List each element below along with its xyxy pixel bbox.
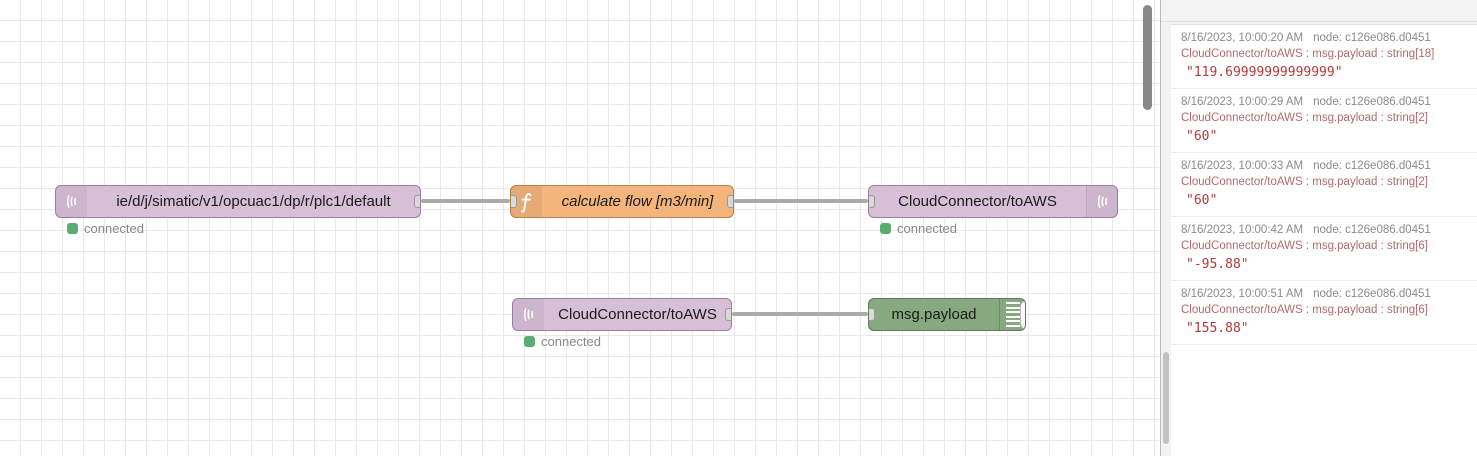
debug-sidebar: 8/16/2023, 10:00:20 AM node: c126e086.d04… [1160,0,1477,456]
debug-message-meta: 8/16/2023, 10:00:51 AM node: c126e086.d04… [1181,288,1467,300]
node-output-port[interactable] [727,194,733,208]
debug-timestamp: 8/16/2023, 10:00:20 AM [1181,32,1304,44]
debug-message-value: "-95.88" [1186,257,1249,272]
debug-message-meta: 8/16/2023, 10:00:33 AM node: c126e086.d04… [1181,160,1467,172]
node-debug-msg-payload[interactable]: msg.payload [868,298,1026,331]
function-f-icon [520,192,531,213]
node-function-calculate-flow[interactable]: calculate flow [m3/min] [510,185,734,218]
debug-message-topic[interactable]: CloudConnector/toAWS : msg.payload : str… [1181,112,1428,124]
debug-message[interactable]: 8/16/2023, 10:00:33 AM node: c126e086.d04… [1171,153,1477,217]
node-status-connected: connected [67,221,144,236]
node-label: ie/d/j/simatic/v1/opcuac1/dp/r/plc1/defa… [116,193,391,210]
debug-node-id: node: c126e086.d0451 [1313,160,1431,172]
debug-enable-toggle[interactable] [1020,299,1027,330]
node-mqtt-in-cloudconnector[interactable]: CloudConnector/toAWS [512,298,732,331]
node-input-port[interactable] [511,194,517,208]
debug-message[interactable]: 8/16/2023, 10:00:20 AM node: c126e086.d04… [1171,25,1477,89]
wire-mqtt-in-to-function[interactable] [421,199,510,203]
node-label: CloudConnector/toAWS [558,306,717,323]
debug-timestamp: 8/16/2023, 10:00:42 AM [1181,224,1304,236]
debug-message-topic[interactable]: CloudConnector/toAWS : msg.payload : str… [1181,240,1428,252]
debug-message-value: "119.69999999999999" [1186,65,1343,80]
debug-message-list[interactable]: 8/16/2023, 10:00:20 AM node: c126e086.d04… [1171,24,1477,456]
node-label: msg.payload [891,306,977,323]
wire-mqtt-in2-to-debug[interactable] [732,312,868,316]
status-label: connected [541,334,601,349]
status-dot-icon [880,223,891,234]
node-status-connected: connected [524,334,601,349]
mqtt-antenna-icon-box [1086,186,1117,217]
debug-node-id: node: c126e086.d0451 [1313,96,1431,108]
canvas-vertical-scrollbar[interactable] [1143,5,1152,110]
debug-message-value: "155.88" [1186,321,1249,336]
debug-message-meta: 8/16/2023, 10:00:42 AM node: c126e086.d04… [1181,224,1467,236]
wire-function-to-mqtt-out[interactable] [734,199,868,203]
node-mqtt-in-simatic[interactable]: ie/d/j/simatic/v1/opcuac1/dp/r/plc1/defa… [55,185,421,218]
debug-message-topic[interactable]: CloudConnector/toAWS : msg.payload : str… [1181,176,1428,188]
debug-message[interactable]: 8/16/2023, 10:00:42 AM node: c126e086.d04… [1171,217,1477,281]
status-label: connected [897,221,957,236]
debug-message-value: "60" [1186,129,1218,144]
node-label: CloudConnector/toAWS [898,193,1057,210]
debug-node-id: node: c126e086.d0451 [1313,224,1431,236]
node-input-port[interactable] [869,194,875,208]
debug-toggle-indicator [1026,305,1027,324]
flow-canvas[interactable]: ie/d/j/simatic/v1/opcuac1/dp/r/plc1/defa… [0,0,1160,456]
debug-message-topic[interactable]: CloudConnector/toAWS : msg.payload : str… [1181,304,1428,316]
mqtt-antenna-icon-box [513,299,544,330]
debug-lines-icon [999,299,1025,330]
node-status-connected: connected [880,221,957,236]
status-dot-icon [67,223,78,234]
debug-message[interactable]: 8/16/2023, 10:00:51 AM node: c126e086.d04… [1171,281,1477,345]
mqtt-antenna-icon [523,308,534,321]
debug-message[interactable]: 8/16/2023, 10:00:29 AM node: c126e086.d04… [1171,89,1477,153]
mqtt-antenna-icon [66,195,77,208]
debug-timestamp: 8/16/2023, 10:00:51 AM [1181,288,1304,300]
debug-sidebar-header [1161,0,1477,22]
debug-message-meta: 8/16/2023, 10:00:29 AM node: c126e086.d04… [1181,96,1467,108]
canvas-grid [0,0,1160,456]
mqtt-antenna-icon-box [56,186,87,217]
node-mqtt-out-cloudconnector[interactable]: CloudConnector/toAWS [868,185,1118,218]
mqtt-antenna-icon [1097,195,1107,208]
debug-timestamp: 8/16/2023, 10:00:29 AM [1181,96,1304,108]
node-output-port[interactable] [414,194,420,208]
debug-message-topic[interactable]: CloudConnector/toAWS : msg.payload : str… [1181,48,1435,60]
status-label: connected [84,221,144,236]
debug-node-id: node: c126e086.d0451 [1313,32,1431,44]
node-output-port[interactable] [725,307,731,321]
node-label: calculate flow [m3/min] [561,193,714,210]
debug-message-meta: 8/16/2023, 10:00:20 AM node: c126e086.d04… [1181,32,1467,44]
debug-message-value: "60" [1186,193,1218,208]
debug-timestamp: 8/16/2023, 10:00:33 AM [1181,160,1304,172]
debug-sidebar-scrollbar[interactable] [1163,352,1169,444]
status-dot-icon [524,336,535,347]
debug-node-id: node: c126e086.d0451 [1313,288,1431,300]
node-input-port[interactable] [869,307,875,321]
